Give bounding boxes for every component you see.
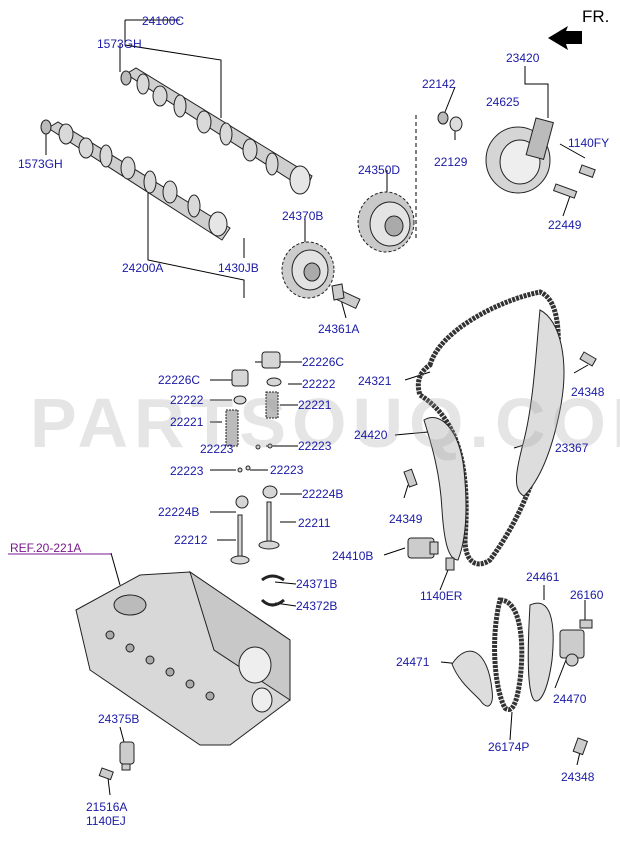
guide-23367 — [515, 309, 565, 497]
camshaft-24100c — [120, 67, 313, 195]
part-label-22222-right[interactable]: 22222 — [302, 377, 336, 391]
sprocket-24370b — [281, 241, 335, 299]
retainer-22222-right — [266, 377, 282, 387]
arrow-front-icon — [548, 26, 582, 50]
part-label-22142[interactable]: 22142 — [422, 77, 456, 91]
part-label-24349[interactable]: 24349 — [389, 512, 423, 526]
leader-24200a — [147, 190, 245, 298]
part-label-1573gh-bottom[interactable]: 1573GH — [18, 157, 63, 171]
part-label-22223-right-upper[interactable]: 22223 — [298, 439, 332, 453]
part-label-24470[interactable]: 24470 — [553, 692, 587, 706]
part-label-24410b[interactable]: 24410B — [332, 549, 374, 563]
guide-24471 — [451, 650, 493, 707]
part-label-24471[interactable]: 24471 — [396, 655, 430, 669]
seal-22224b-right — [262, 485, 278, 499]
part-label-24625[interactable]: 24625 — [486, 95, 520, 109]
part-label-26160[interactable]: 26160 — [570, 588, 604, 602]
bearing-24372b — [260, 598, 285, 607]
spring-22221-right — [265, 391, 279, 419]
part-label-24348-bottom[interactable]: 24348 — [561, 770, 595, 784]
part-label-24348-top[interactable]: 24348 — [571, 385, 605, 399]
part-label-24371b[interactable]: 24371B — [296, 577, 338, 591]
ocv-23420 — [485, 117, 554, 194]
part-label-22129[interactable]: 22129 — [434, 155, 468, 169]
leader-24100c — [124, 20, 222, 118]
part-label-24200a[interactable]: 24200A — [122, 261, 164, 275]
part-label-22211[interactable]: 22211 — [298, 516, 331, 530]
cvvt-24350d — [357, 191, 415, 253]
part-label-22212[interactable]: 22212 — [174, 533, 208, 547]
valve-22212 — [237, 514, 243, 558]
part-label-24375b[interactable]: 24375B — [98, 712, 140, 726]
part-label-1140er[interactable]: 1140ER — [420, 589, 463, 603]
part-label-24321[interactable]: 24321 — [358, 374, 392, 388]
bolt-1140fy — [552, 164, 596, 199]
part-label-22226c-right[interactable]: 22226C — [302, 355, 345, 369]
part-label-22223-left-upper[interactable]: 22223 — [200, 442, 234, 456]
bolt-24361a — [331, 283, 361, 310]
tensioner-24410b — [407, 537, 439, 559]
spring-22221-left — [225, 409, 239, 447]
part-label-26174p[interactable]: 26174P — [488, 740, 530, 754]
bolt-21516a — [98, 767, 114, 781]
tensioner-arm-24420 — [423, 417, 467, 561]
retainer-22222-left — [233, 395, 247, 405]
part-label-21516a[interactable]: 21516A — [86, 800, 128, 814]
part-label-22224b-left[interactable]: 22224B — [158, 505, 200, 519]
seal-22224b-left — [235, 495, 249, 509]
part-label-1573gh-top[interactable]: 1573GH — [97, 37, 142, 51]
timing-chain-24321 — [415, 289, 561, 567]
part-label-22449[interactable]: 22449 — [548, 218, 582, 232]
part-label-22224b-right[interactable]: 22224B — [302, 487, 344, 501]
part-label-22222-left[interactable]: 22222 — [170, 393, 204, 407]
part-label-24370b[interactable]: 24370B — [282, 209, 324, 223]
valve-22211 — [266, 501, 272, 543]
cylinder-head — [75, 570, 291, 746]
part-label-22226c-left[interactable]: 22226C — [158, 373, 201, 387]
part-label-24372b[interactable]: 24372B — [296, 599, 338, 613]
part-label-24100c[interactable]: 24100C — [142, 14, 185, 28]
part-label-22221-left[interactable]: 22221 — [170, 415, 204, 429]
part-label-22223-right-lower[interactable]: 22223 — [270, 463, 304, 477]
part-label-24461[interactable]: 24461 — [526, 570, 560, 584]
part-label-23367[interactable]: 23367 — [555, 441, 589, 455]
part-label-24361a[interactable]: 24361A — [318, 322, 360, 336]
lifter-22226c-right — [261, 351, 281, 369]
part-label-22223-left-lower[interactable]: 22223 — [170, 464, 204, 478]
part-label-1140ej[interactable]: 1140EJ — [86, 814, 126, 828]
seal-22142 — [437, 111, 463, 132]
part-label-23420[interactable]: 23420 — [506, 51, 540, 65]
reference-link[interactable]: REF.20-221A — [10, 541, 82, 555]
part-label-1140fy[interactable]: 1140FY — [568, 136, 610, 150]
part-label-24420[interactable]: 24420 — [354, 428, 388, 442]
tensioner-24470 — [559, 629, 585, 667]
oil-pump-chain-26174p — [492, 597, 525, 712]
bearing-24371b — [261, 574, 285, 582]
part-label-22221-right[interactable]: 22221 — [298, 398, 332, 412]
sensor-24375b — [119, 741, 135, 771]
tensioner-arm-24461 — [527, 602, 554, 702]
part-label-24350d[interactable]: 24350D — [358, 163, 401, 177]
front-direction-label: FR. — [582, 7, 610, 26]
camshaft-24200a — [40, 119, 231, 241]
part-label-1430jb[interactable]: 1430JB — [218, 261, 259, 275]
lifter-22226c-left — [231, 369, 249, 387]
